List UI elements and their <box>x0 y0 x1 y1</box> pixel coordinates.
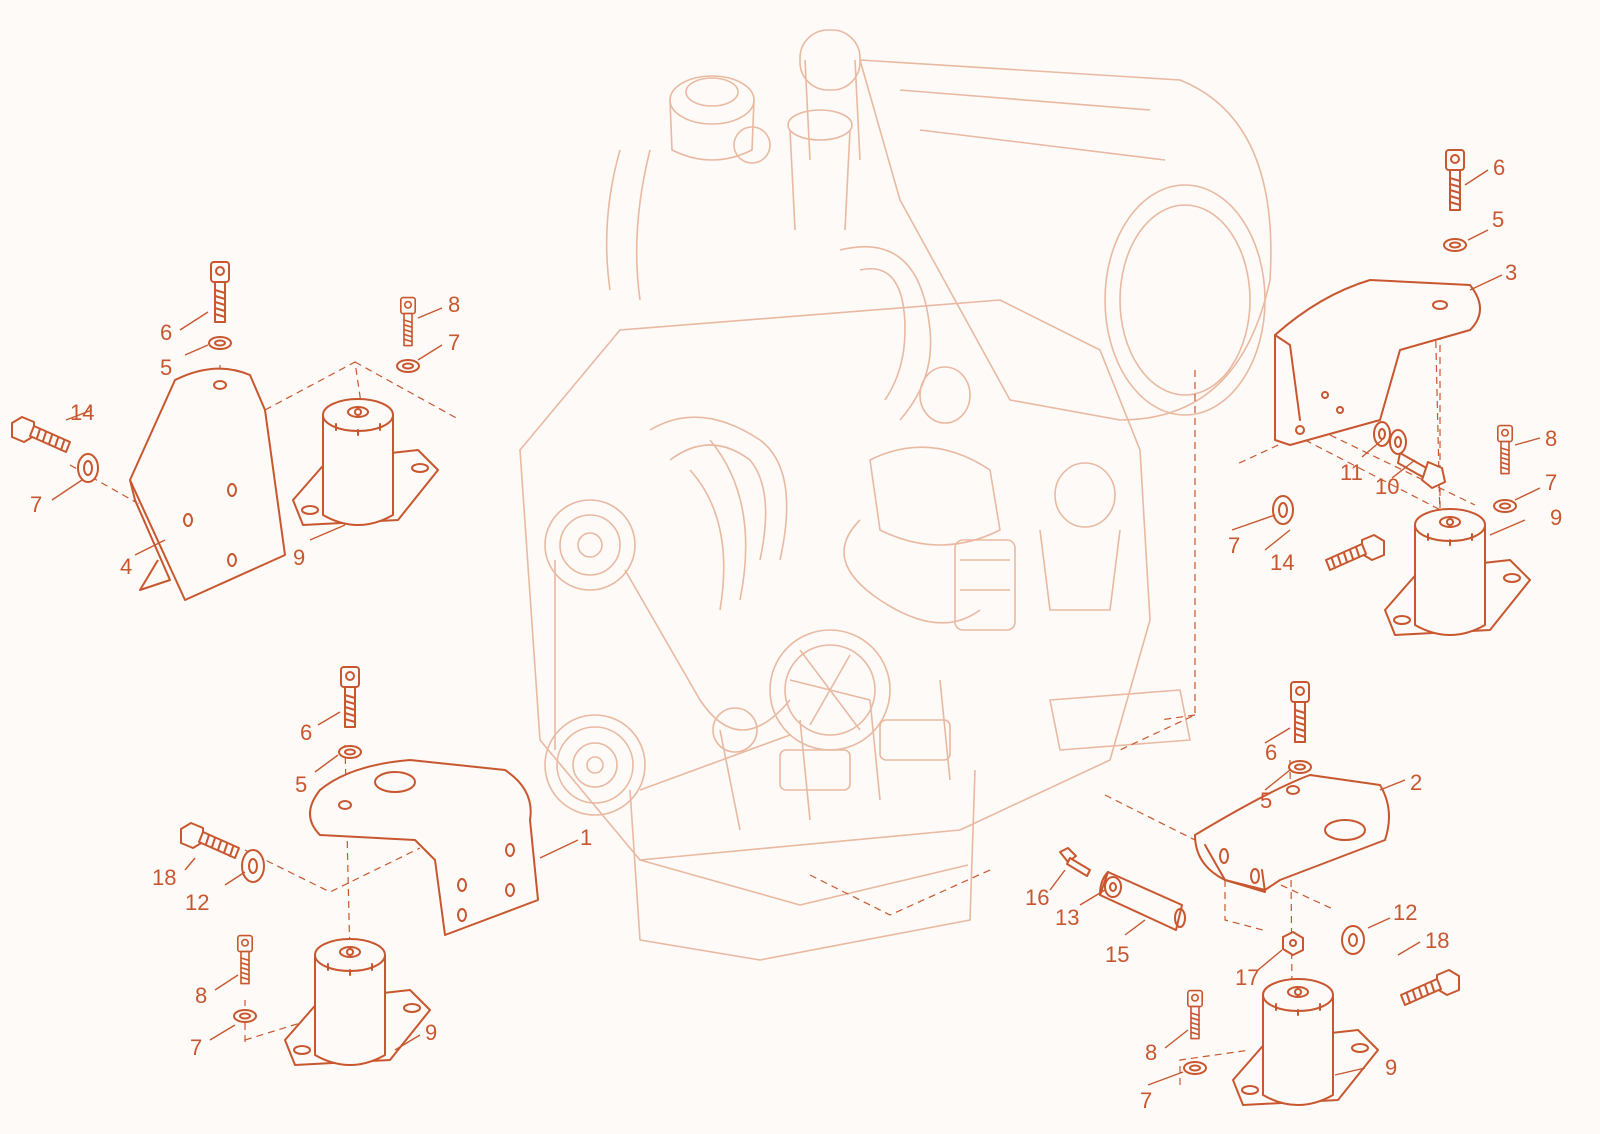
hex-bolt-14-left <box>11 416 71 453</box>
bracket-1 <box>309 759 539 936</box>
engine-block <box>519 299 1151 861</box>
engine-bracket-lower-right <box>1049 689 1191 751</box>
washer-12-left <box>241 849 265 883</box>
washer-7-lower-left <box>233 1009 257 1023</box>
washer-5-lower-left <box>338 745 362 759</box>
callout-7-left-side: 7 <box>30 492 42 517</box>
callout-12-left: 12 <box>185 890 209 915</box>
fuel-injection-pump <box>954 539 1016 631</box>
bolt-6-lower-left <box>340 666 360 728</box>
bracket-4 <box>129 367 286 601</box>
callout-8-lower-left: 8 <box>195 983 207 1008</box>
callout-2: 2 <box>1410 770 1422 795</box>
bolt-8-lower-right <box>1187 989 1203 1040</box>
callout-3: 3 <box>1505 260 1517 285</box>
washer-7-upper-right <box>1493 499 1517 513</box>
callout-12-right: 12 <box>1393 900 1417 925</box>
bracket-2 <box>1194 774 1390 893</box>
callout-15: 15 <box>1105 942 1129 967</box>
bolt-8-lower-left <box>237 934 253 985</box>
callout-13: 13 <box>1055 905 1079 930</box>
callout-5-upper-left: 5 <box>160 355 172 380</box>
callout-10: 10 <box>1375 474 1399 499</box>
bolt-6-upper-right <box>1445 149 1465 211</box>
callout-4: 4 <box>120 554 132 579</box>
callout-8-lower-right: 8 <box>1145 1040 1157 1065</box>
callout-14-left: 14 <box>70 400 94 425</box>
washer-12-right <box>1341 925 1365 955</box>
callout-6-lower-right: 6 <box>1265 740 1277 765</box>
bolt-8-upper-left <box>399 296 417 347</box>
callout-7-upper-right: 7 <box>1545 470 1557 495</box>
callout-9-lower-left: 9 <box>425 1020 437 1045</box>
callout-numbers: 1 2 3 4 5 5 5 5 6 6 6 6 7 7 7 7 7 7 8 8 … <box>30 155 1562 1113</box>
washer-7-upper-left <box>396 359 420 373</box>
callout-5-lower-right: 5 <box>1260 788 1272 813</box>
oil-filler-cap <box>787 109 853 231</box>
callout-8-upper-left: 8 <box>448 292 460 317</box>
engine-illustration <box>519 29 1272 961</box>
hex-bolt-14-right <box>1325 534 1385 571</box>
water-pump-pulley <box>544 499 636 591</box>
callout-18-right: 18 <box>1425 928 1449 953</box>
callout-9-upper-left: 9 <box>293 545 305 570</box>
engine-oil-pan <box>629 769 976 961</box>
coolant-tank <box>669 75 771 164</box>
bolt-6-upper-left <box>210 261 230 323</box>
washer-5-lower-right <box>1288 760 1312 774</box>
bolt-10 <box>1397 452 1446 489</box>
callout-7-lower-left: 7 <box>190 1035 202 1060</box>
callout-7-upper-left: 7 <box>448 330 460 355</box>
callout-9-lower-right: 9 <box>1385 1055 1397 1080</box>
callout-7-lower-right: 7 <box>1140 1088 1152 1113</box>
washer-7-left-side <box>77 453 99 483</box>
bracket-3 <box>1274 279 1481 446</box>
callout-6-lower-left: 6 <box>300 720 312 745</box>
hex-bolt-18-left <box>180 822 240 859</box>
coolant-hoses <box>605 149 981 624</box>
washer-7-right-side <box>1272 495 1294 525</box>
washer-13 <box>1104 876 1122 898</box>
hex-bolt-18-right <box>1400 969 1460 1006</box>
bolt-8-upper-right <box>1497 424 1513 475</box>
bolt-6-lower-right <box>1290 681 1310 743</box>
alternator <box>712 629 891 753</box>
engine-mount-9-lower-right <box>1232 978 1379 1106</box>
lock-washers-11 <box>1373 421 1407 455</box>
callout-leader-lines <box>51 169 1541 1086</box>
turbocharger <box>869 366 1121 611</box>
air-filter-housing <box>859 59 1272 421</box>
callout-8-upper-right: 8 <box>1545 426 1557 451</box>
washer-5-upper-right <box>1443 238 1467 252</box>
callout-16: 16 <box>1025 885 1049 910</box>
assembly-guide-lines <box>69 304 1476 1085</box>
engine-mount-9-lower-left <box>284 938 431 1066</box>
crankshaft-pulley <box>544 714 646 816</box>
callout-7-right-side: 7 <box>1228 533 1240 558</box>
callout-17: 17 <box>1235 965 1259 990</box>
callout-6-upper-right: 6 <box>1493 155 1505 180</box>
callout-18-left: 18 <box>152 865 176 890</box>
washer-5-upper-left <box>208 336 232 350</box>
engine-mount-9-upper-left <box>292 398 439 526</box>
nut-17 <box>1282 931 1304 956</box>
callout-6-upper-left: 6 <box>160 320 172 345</box>
washer-7-lower-right <box>1183 1061 1207 1075</box>
callout-9-upper-right: 9 <box>1550 505 1562 530</box>
callout-5-upper-right: 5 <box>1492 207 1504 232</box>
intake-pipe <box>799 29 861 161</box>
callout-1: 1 <box>580 825 592 850</box>
callout-11: 11 <box>1340 460 1363 485</box>
bolt-16 <box>1059 847 1091 877</box>
callout-5-lower-left: 5 <box>295 772 307 797</box>
callout-14-right: 14 <box>1270 550 1294 575</box>
drive-belt <box>554 560 791 791</box>
